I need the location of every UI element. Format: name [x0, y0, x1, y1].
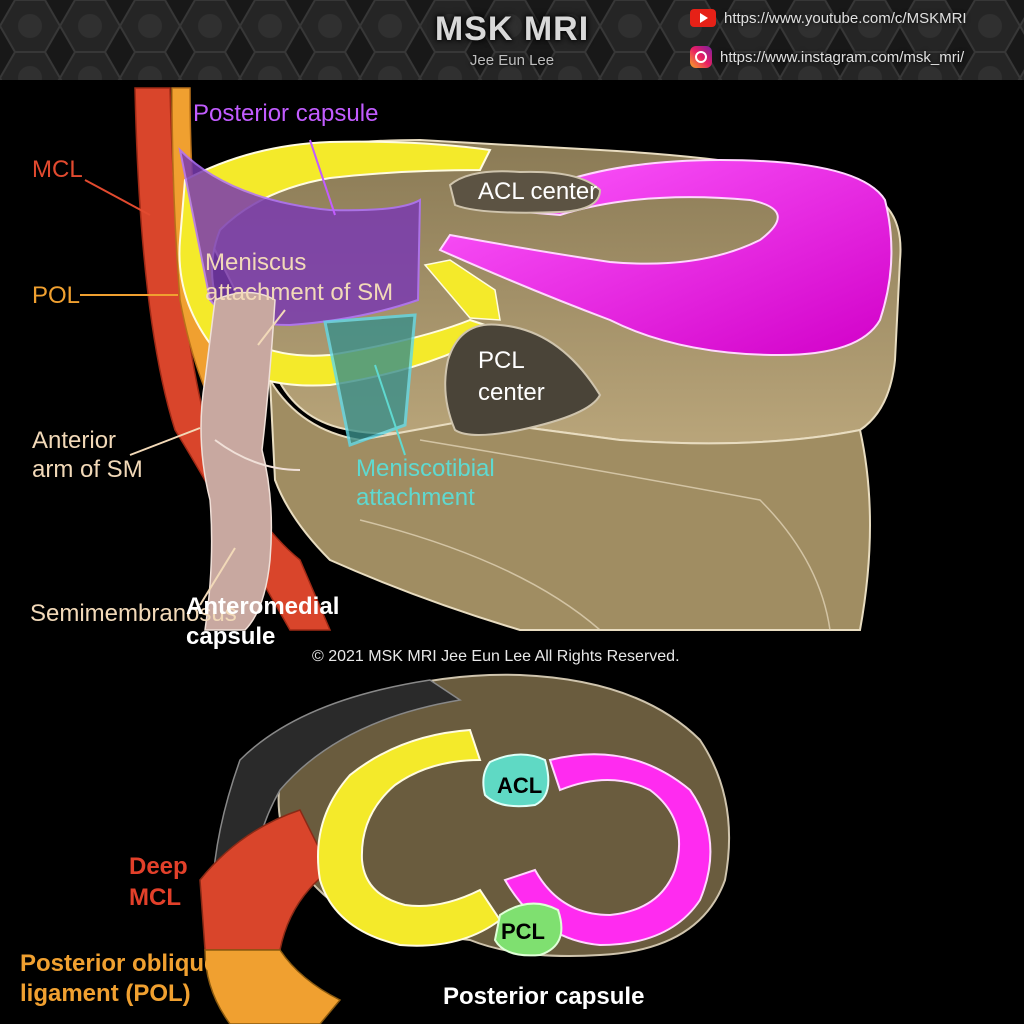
- instagram-icon: [690, 46, 712, 68]
- leader-anterior-arm: [129, 427, 201, 456]
- label-semimembranosus: Semimembranosus: [30, 600, 237, 627]
- youtube-link[interactable]: https://www.youtube.com/c/MSKMRI: [690, 9, 967, 27]
- bottom-deep-mcl: [199, 809, 331, 951]
- bottom-axial-diagram: ACL PCL Deep MCL Posterior oblique ligam…: [20, 673, 731, 1024]
- bone-contour-line: [419, 439, 831, 631]
- label-anteromedial-capsule-line1: Anteromedial: [186, 593, 339, 620]
- label-posterior-capsule: Posterior capsule: [193, 100, 378, 127]
- bottom-acl-footprint: [482, 753, 550, 808]
- bottom-pol: [204, 949, 342, 1024]
- label-anteromedial-capsule-line2: capsule: [186, 623, 275, 650]
- bottom-pcl-footprint: [493, 902, 563, 957]
- label-mcl: MCL: [32, 156, 83, 183]
- label-bottom-acl: ACL: [497, 773, 542, 798]
- pcl-center-footprint: [444, 323, 602, 436]
- label-meniscus-attachment-line1: Meniscus: [205, 249, 306, 276]
- instagram-link[interactable]: https://www.instagram.com/msk_mri/: [690, 46, 964, 68]
- label-pol-line2: ligament (POL): [20, 980, 191, 1007]
- brand-author: Jee Eun Lee: [469, 52, 555, 69]
- label-bottom-posterior-capsule: Posterior capsule: [443, 983, 644, 1010]
- bone-contour-line: [359, 519, 601, 631]
- bottom-lateral-meniscus: [503, 753, 712, 947]
- label-meniscotibial-line1: Meniscotibial: [356, 455, 495, 482]
- label-pcl-center-line2: center: [478, 379, 545, 406]
- leader-mcl: [84, 179, 151, 216]
- leader-meniscus-attachment: [257, 309, 286, 346]
- leader-meniscotibial: [374, 364, 406, 456]
- sm-anterior-arm: [214, 439, 301, 471]
- instagram-url[interactable]: https://www.instagram.com/msk_mri/: [720, 48, 965, 66]
- label-meniscotibial-line2: attachment: [356, 484, 475, 511]
- label-pol-line1: Posterior oblique: [20, 950, 217, 977]
- label-anterior-arm-line2: arm of SM: [32, 456, 143, 483]
- label-pcl-center-line1: PCL: [478, 347, 525, 374]
- acl-center-footprint: [448, 170, 602, 214]
- header-banner: MSK MRI Jee Eun Lee https://www.youtube.…: [0, 0, 1024, 80]
- youtube-icon: [690, 9, 716, 27]
- copyright-notice: © 2021 MSK MRI Jee Eun Lee All Rights Re…: [312, 648, 680, 665]
- label-anterior-arm-line1: Anterior: [32, 427, 116, 454]
- meniscotibial-attachment: [323, 313, 417, 448]
- label-deep-mcl-line1: Deep: [129, 853, 188, 880]
- label-meniscus-attachment-line2: attachment of SM: [205, 279, 393, 306]
- medial-meniscus-horn: [423, 259, 501, 321]
- bottom-medial-meniscus: [317, 728, 502, 947]
- header-mosaic-background: [0, 0, 1024, 80]
- tibial-shaft: [269, 379, 871, 631]
- label-bottom-pcl: PCL: [501, 919, 545, 944]
- brand-title: MSK MRI: [434, 10, 590, 48]
- label-acl-center: ACL center: [478, 178, 597, 205]
- label-deep-mcl-line2: MCL: [129, 884, 181, 911]
- leader-semimembranosus: [199, 547, 236, 606]
- youtube-url[interactable]: https://www.youtube.com/c/MSKMRI: [724, 9, 967, 27]
- semimembranosus-tendon: [200, 291, 276, 631]
- leader-posterior-capsule: [309, 139, 336, 216]
- label-pol: POL: [32, 282, 80, 309]
